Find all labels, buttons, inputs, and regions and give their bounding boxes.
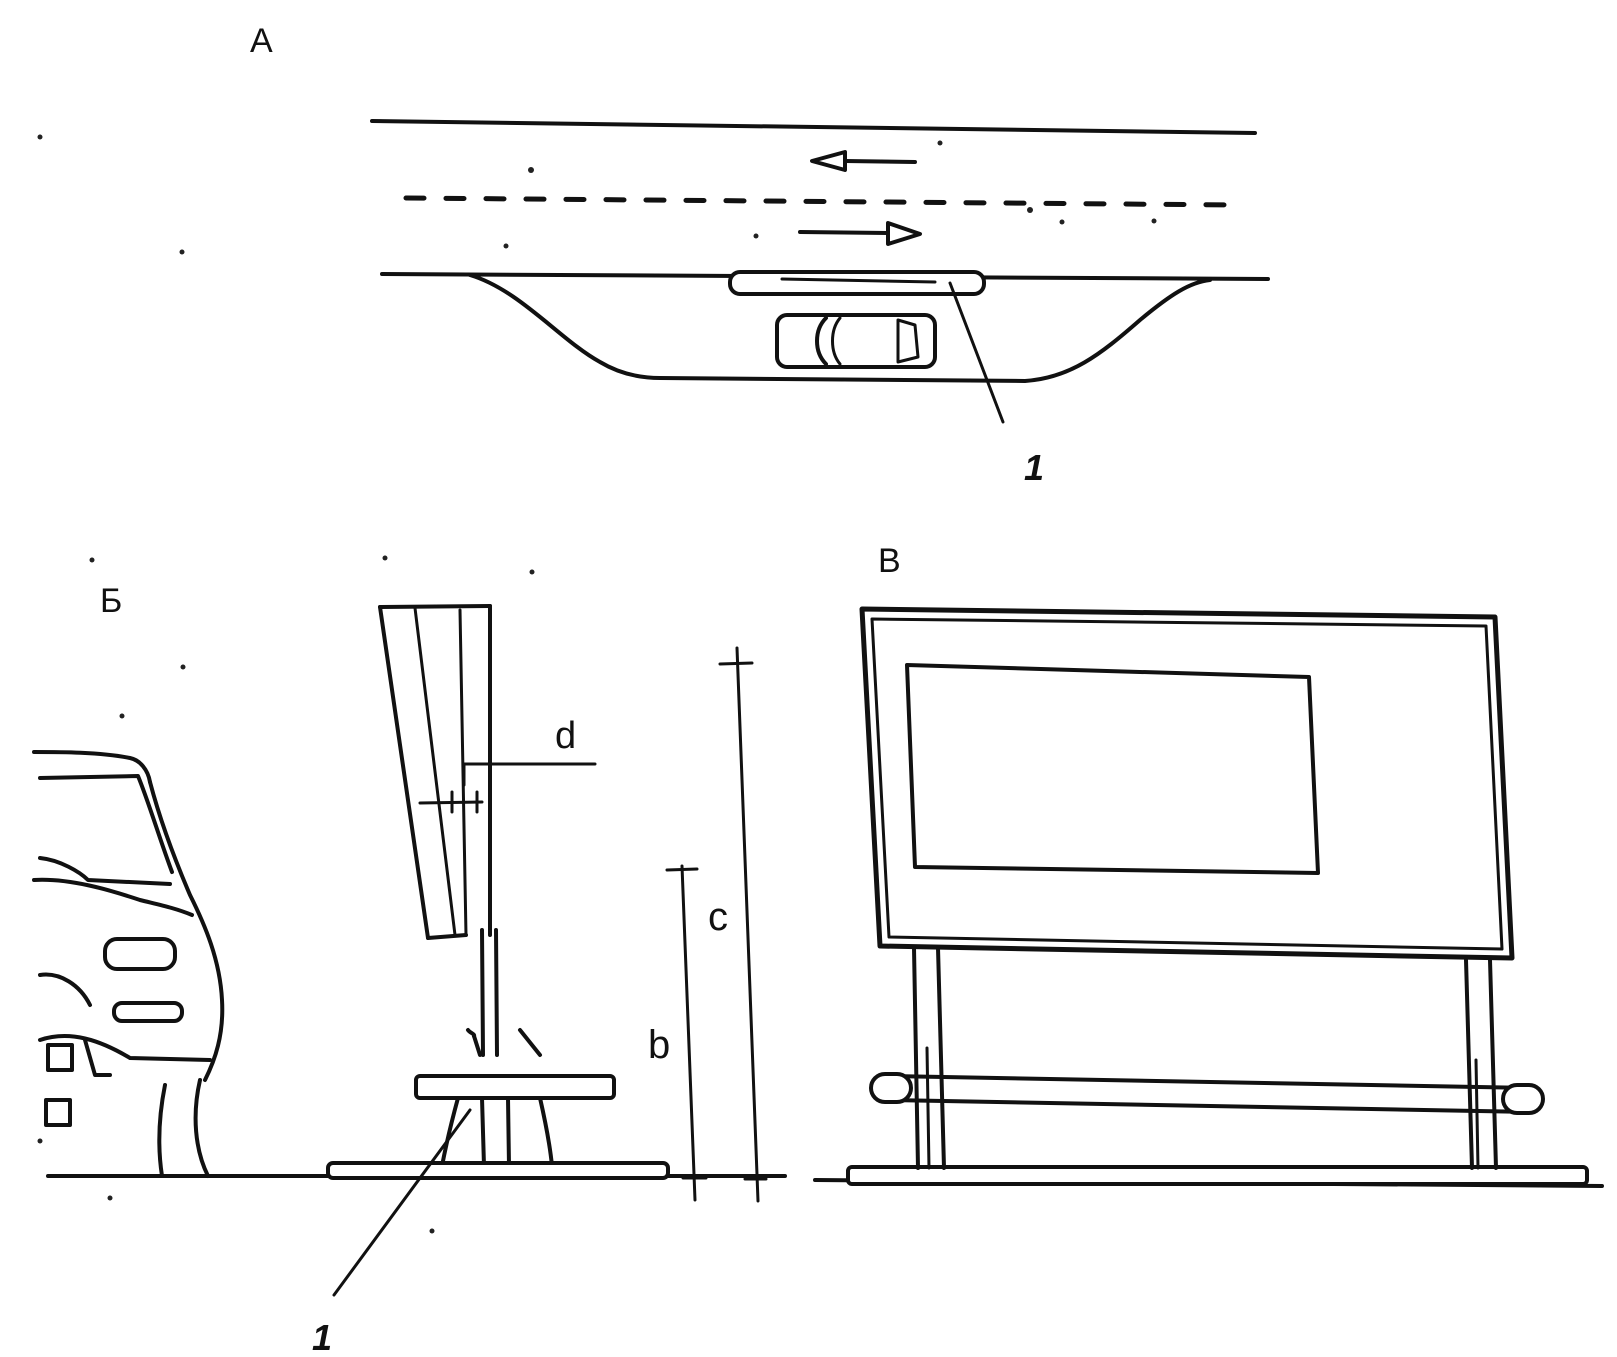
traffic-arrow-right <box>798 221 922 246</box>
dimension-d-label: d <box>555 715 576 757</box>
base-plate-side <box>326 1161 670 1180</box>
billboard-advertising-field <box>905 663 1320 875</box>
panel-a-plan-view: А 1 <box>250 22 1270 488</box>
billboard-frame-inner-edge <box>870 617 1504 951</box>
scan-specks <box>37 134 1157 1234</box>
horizontal-beam-side <box>414 1074 616 1100</box>
billboard-frame-front <box>859 606 1515 961</box>
horizontal-rail-front <box>869 1072 1545 1115</box>
dimension-d <box>418 762 597 814</box>
support-post-side <box>480 928 511 1168</box>
support-bracing-side <box>440 1028 554 1168</box>
car-plan <box>775 313 937 369</box>
panel-b-label: Б <box>100 582 122 620</box>
panel-v-front-view: В <box>813 542 1604 1188</box>
callout-leader-plan <box>948 281 1005 424</box>
billboard-legs-front <box>912 946 1498 1170</box>
billboard-plan <box>728 270 986 296</box>
panel-b-side-view: Б <box>32 582 787 1357</box>
traffic-arrow-left <box>810 150 917 172</box>
billboard-panel-side <box>378 604 492 940</box>
base-plate-front <box>846 1165 1589 1186</box>
dimension-b <box>665 864 708 1202</box>
car-rear-view <box>32 750 225 1178</box>
panel-v-label: В <box>878 542 901 580</box>
road-center-dashed-line <box>403 195 1243 208</box>
callout-leader-side <box>332 1108 472 1297</box>
lay-by-outline <box>468 273 1212 383</box>
dimension-b-label: b <box>648 1023 670 1067</box>
panel-a-label: А <box>250 22 273 60</box>
dimension-c-label: c <box>708 895 728 939</box>
callout-number-plan: 1 <box>1024 447 1044 488</box>
dimension-c <box>718 646 768 1203</box>
billboard-plan-face <box>780 277 937 284</box>
callout-number-side: 1 <box>312 1317 332 1357</box>
road-top-edge <box>370 119 1257 135</box>
